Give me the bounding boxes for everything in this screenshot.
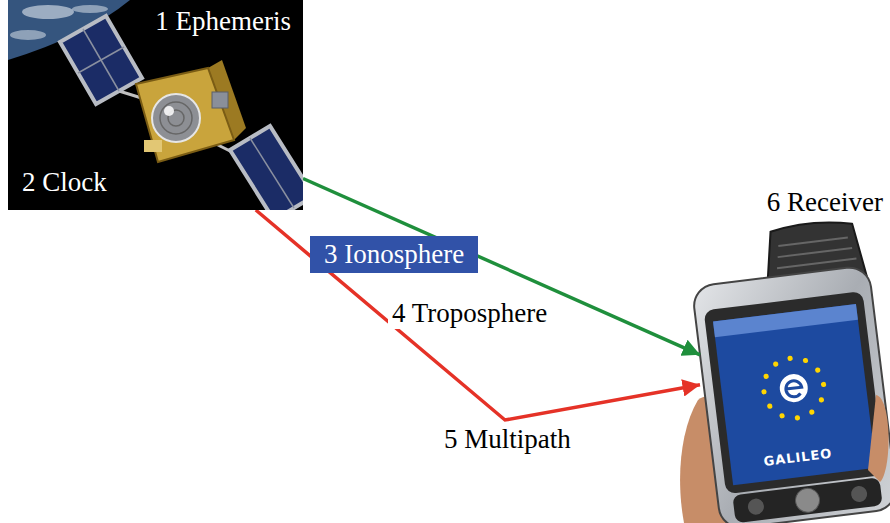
d-pad	[794, 487, 821, 514]
fingers	[868, 395, 889, 482]
error-source-label: 5 Multipath	[440, 424, 575, 455]
star	[763, 374, 769, 380]
star	[779, 413, 785, 419]
galileo-logo	[778, 373, 809, 404]
screen-title-bar	[713, 304, 858, 337]
star	[795, 415, 801, 421]
reflected-signal	[256, 210, 700, 420]
screen-text: GALILEO	[763, 447, 833, 470]
error-source-label: 2 Clock	[22, 167, 107, 198]
panel-grid	[250, 138, 294, 208]
solar-panel	[60, 16, 142, 104]
antenna-dish	[152, 94, 200, 142]
satellite-panel: 1 Ephemeris 2 Clock	[8, 0, 303, 210]
star	[767, 403, 773, 409]
radiator	[212, 92, 228, 108]
dish-ring	[160, 102, 192, 134]
satellite-body	[136, 68, 234, 162]
button	[747, 498, 765, 516]
error-source-label: 4 Troposphere	[388, 298, 551, 329]
cap-grille	[778, 237, 847, 246]
star	[761, 389, 767, 395]
galileo-logo-mark	[785, 380, 803, 398]
handheld-device	[686, 217, 890, 523]
cap-grille	[778, 248, 852, 257]
cloud	[10, 30, 46, 40]
instrument-box	[144, 140, 162, 152]
panel-grid	[78, 47, 124, 73]
star	[809, 409, 815, 415]
star	[787, 355, 793, 361]
button	[850, 485, 868, 503]
star	[773, 361, 779, 367]
solar-panel	[230, 126, 303, 210]
star	[819, 397, 825, 403]
cap-grille	[777, 259, 856, 269]
receiver-node: 6 Receiver	[700, 185, 885, 518]
button-panel	[732, 477, 882, 523]
star	[821, 382, 827, 388]
star	[803, 358, 809, 364]
error-source-label: 6 Receiver	[767, 187, 883, 218]
direct-signal	[303, 179, 700, 355]
error-source-label: 3 Ionosphere	[310, 236, 478, 273]
eu-stars	[757, 352, 830, 425]
dish-glint	[164, 106, 174, 116]
error-source-label: 1 Ephemeris	[155, 6, 291, 37]
screen	[713, 304, 876, 485]
device-body	[692, 265, 890, 523]
star	[815, 367, 821, 373]
screen-bezel	[704, 291, 885, 494]
cloud	[72, 5, 108, 13]
cloud	[22, 5, 74, 19]
